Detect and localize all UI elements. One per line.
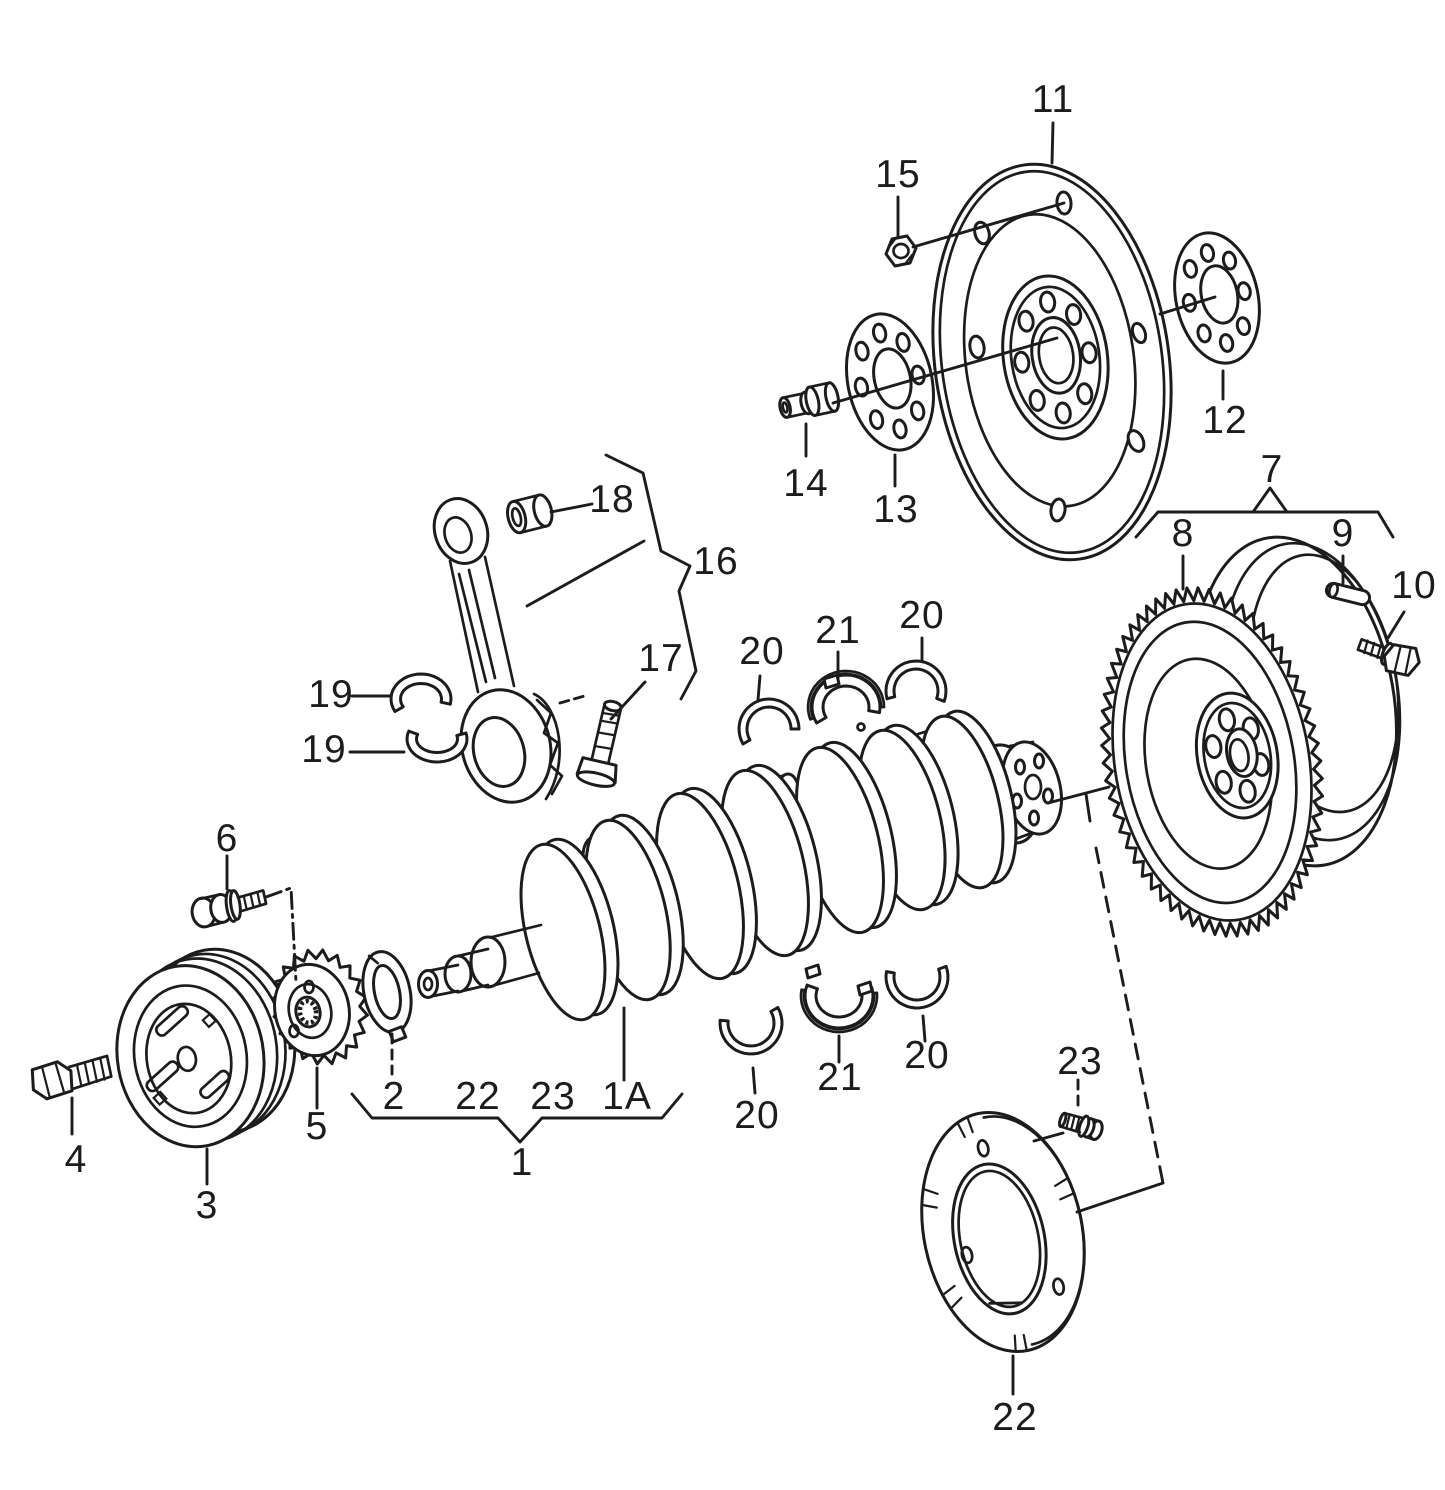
part-drive-plate: [931, 162, 1173, 562]
callout-label-1A: 1A: [602, 1075, 652, 1118]
leader-line: [756, 674, 762, 702]
callout-label-10: 10: [1391, 564, 1437, 607]
leader-line: [1158, 295, 1217, 316]
leader-line: [604, 453, 698, 701]
callout-label-18: 18: [589, 478, 635, 521]
callout-label-8: 8: [1171, 512, 1195, 555]
callout-label-6: 6: [215, 817, 239, 860]
callout-label-17: 17: [638, 637, 684, 680]
callout-label-20: 20: [734, 1094, 780, 1137]
main-bearing-shell: [737, 697, 801, 746]
leader-line: [1075, 1181, 1165, 1214]
leader-line: [921, 1014, 927, 1043]
leader-line: [1134, 510, 1395, 539]
callout-label-15: 15: [875, 153, 921, 196]
callout-label-23: 23: [530, 1075, 576, 1118]
leader-line: [609, 680, 647, 721]
part-crankshaft: [417, 709, 1063, 1022]
part-pulley: [115, 947, 297, 1149]
callout-label-13: 13: [873, 488, 919, 531]
callout-leader-lines: [70, 121, 1406, 1396]
thrust-bearing-shell: [803, 983, 875, 1030]
callout-label-21: 21: [815, 609, 861, 652]
leader-line: [831, 336, 1059, 405]
part-flange-bolt: [1058, 1111, 1104, 1141]
callout-label-19: 19: [301, 728, 347, 771]
callout-label-5: 5: [305, 1105, 329, 1148]
leader-line: [1094, 846, 1165, 1185]
main-bearing-shell: [884, 659, 948, 703]
leader-line: [525, 539, 646, 608]
part-connecting-rod: [432, 497, 564, 804]
leader-line: [1386, 610, 1406, 640]
leader-line: [1050, 121, 1055, 165]
callout-label-9: 9: [1331, 512, 1355, 555]
leader-line: [911, 201, 1066, 249]
leader-line: [1251, 486, 1289, 514]
part-spacer-plate: [844, 312, 936, 452]
callout-label-22: 22: [992, 1396, 1038, 1439]
leader-line: [264, 886, 298, 984]
callout-label-20: 20: [904, 1034, 950, 1077]
part-conrod-bolt: [575, 699, 623, 788]
main-bearing-shell: [718, 1006, 784, 1056]
leader-line: [1046, 785, 1111, 805]
rod-bearing-shell-lower: [405, 729, 469, 764]
main-bearing-shell: [884, 964, 950, 1010]
part-stud-bolt: [778, 381, 841, 419]
callout-label-23: 23: [1057, 1040, 1103, 1083]
part-pulley-bolt: [30, 1054, 113, 1101]
callout-label-1: 1: [510, 1141, 534, 1184]
leader-line: [1084, 792, 1092, 823]
callout-label-2: 2: [382, 1075, 406, 1118]
callout-label-20: 20: [899, 594, 945, 637]
leader-line: [549, 502, 594, 514]
leader-line: [751, 1066, 757, 1095]
part-sealing-flange: [920, 1111, 1086, 1353]
part-dowel-pin: [1324, 581, 1372, 607]
callout-label-16: 16: [693, 540, 739, 583]
part-pin-bushing: [506, 493, 554, 535]
callout-label-19: 19: [308, 673, 354, 716]
part-thrust-washer: [361, 950, 413, 1044]
callout-label-11: 11: [1031, 78, 1075, 121]
bearing-shell-tabs: [804, 673, 874, 997]
leader-line: [1032, 1131, 1065, 1143]
part-flywheel-bolt: [1356, 638, 1421, 677]
callout-label-7: 7: [1260, 448, 1284, 491]
callout-label-21: 21: [817, 1056, 863, 1099]
callout-label-12: 12: [1202, 399, 1248, 442]
leader-line: [558, 693, 590, 705]
part-nut: [884, 234, 918, 268]
callout-label-20: 20: [739, 630, 785, 673]
callout-label-14: 14: [783, 462, 829, 505]
part-shim-plate: [1173, 231, 1261, 365]
part-timing-sprocket: [271, 948, 369, 1066]
rod-bearing-shell-upper: [389, 672, 453, 713]
callout-label-3: 3: [195, 1184, 219, 1227]
leader-line: [350, 1092, 684, 1144]
part-flywheel: [1099, 535, 1402, 938]
callout-label-22: 22: [455, 1075, 501, 1118]
callout-label-4: 4: [64, 1138, 88, 1181]
part-sprocket-bolt: [190, 889, 268, 929]
